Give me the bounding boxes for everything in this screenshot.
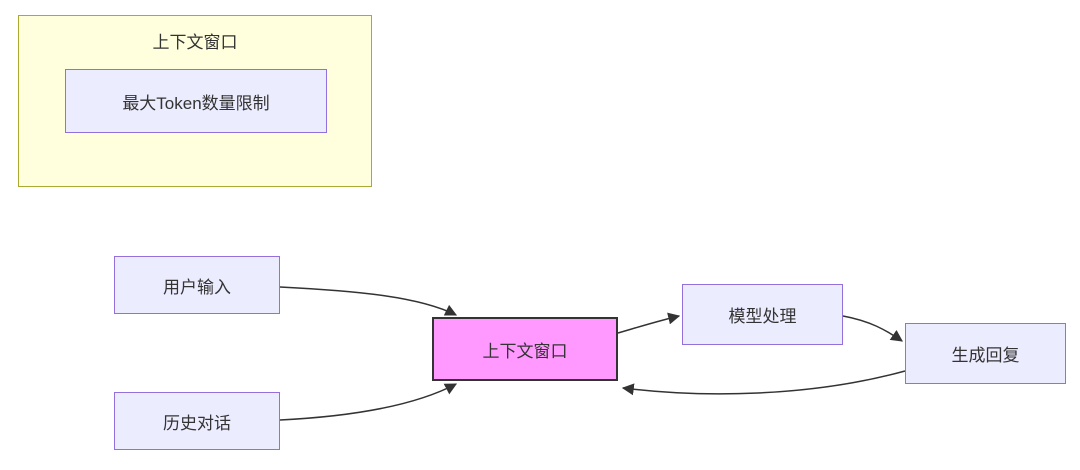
node-max-token-limit: 最大Token数量限制 [65, 69, 327, 133]
node-generate-reply: 生成回复 [905, 323, 1066, 384]
node-history-dialog: 历史对话 [114, 392, 280, 450]
edge-history-to-context [279, 383, 458, 421]
subgraph-title: 上下文窗口 [152, 33, 238, 52]
subgraph-context-window: 上下文窗口 最大Token数量限制 [18, 15, 372, 187]
node-model-process: 模型处理 [682, 284, 843, 345]
edge-user-input-to-context [279, 286, 458, 316]
edge-model-to-reply [842, 315, 903, 342]
node-user-input: 用户输入 [114, 256, 280, 314]
node-context-window: 上下文窗口 [432, 317, 618, 381]
edge-context-to-model [617, 312, 681, 334]
edge-reply-to-context [621, 370, 906, 396]
